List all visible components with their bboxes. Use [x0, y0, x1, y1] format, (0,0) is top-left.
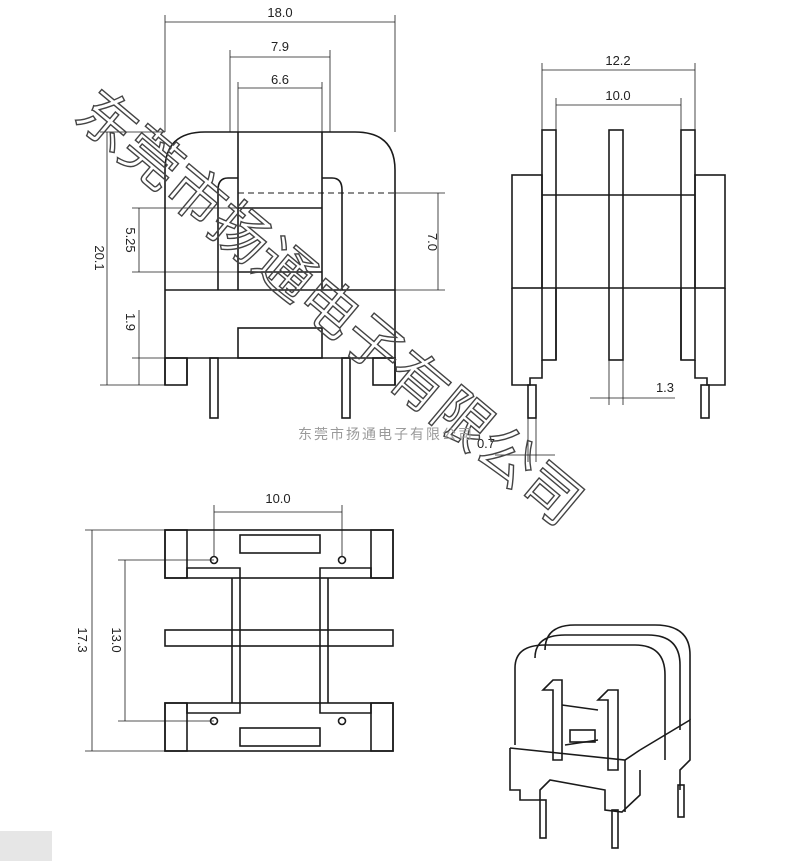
corner-shade	[0, 831, 52, 861]
watermark-large-group: 东莞市扬通电子有限公司	[62, 76, 596, 540]
dim-side-width-outer: 12.2	[605, 53, 630, 68]
dim-bottom-height-total: 17.3	[75, 627, 90, 652]
dim-pin-diameter: 0.7	[477, 436, 495, 451]
dim-width-total: 18.0	[267, 5, 292, 20]
dim-width-inner: 6.6	[271, 72, 289, 87]
watermark-large: 东莞市扬通电子有限公司	[63, 77, 595, 539]
isometric-view	[509, 624, 691, 849]
dim-pin-spacing-x: 10.0	[265, 491, 290, 506]
dim-flange-thickness: 1.3	[656, 380, 674, 395]
dim-height-total: 20.1	[92, 245, 107, 270]
dim-bottom-height: 1.9	[123, 313, 138, 331]
dim-side-width-inner: 10.0	[605, 88, 630, 103]
front-view: 18.0 7.9 6.6 20.1 5.25 1.9 7.0	[92, 5, 445, 419]
dim-width-mid: 7.9	[271, 39, 289, 54]
watermark-small: 东莞市扬通电子有限公司	[298, 426, 474, 443]
bottom-view: 10.0 17.3 13.0	[75, 491, 394, 752]
dim-window-height: 5.25	[123, 227, 138, 252]
side-view: 12.2 10.0 1.3 0.7	[477, 53, 726, 462]
dim-pin-spacing-y: 13.0	[109, 627, 124, 652]
dim-right-height: 7.0	[425, 233, 440, 251]
